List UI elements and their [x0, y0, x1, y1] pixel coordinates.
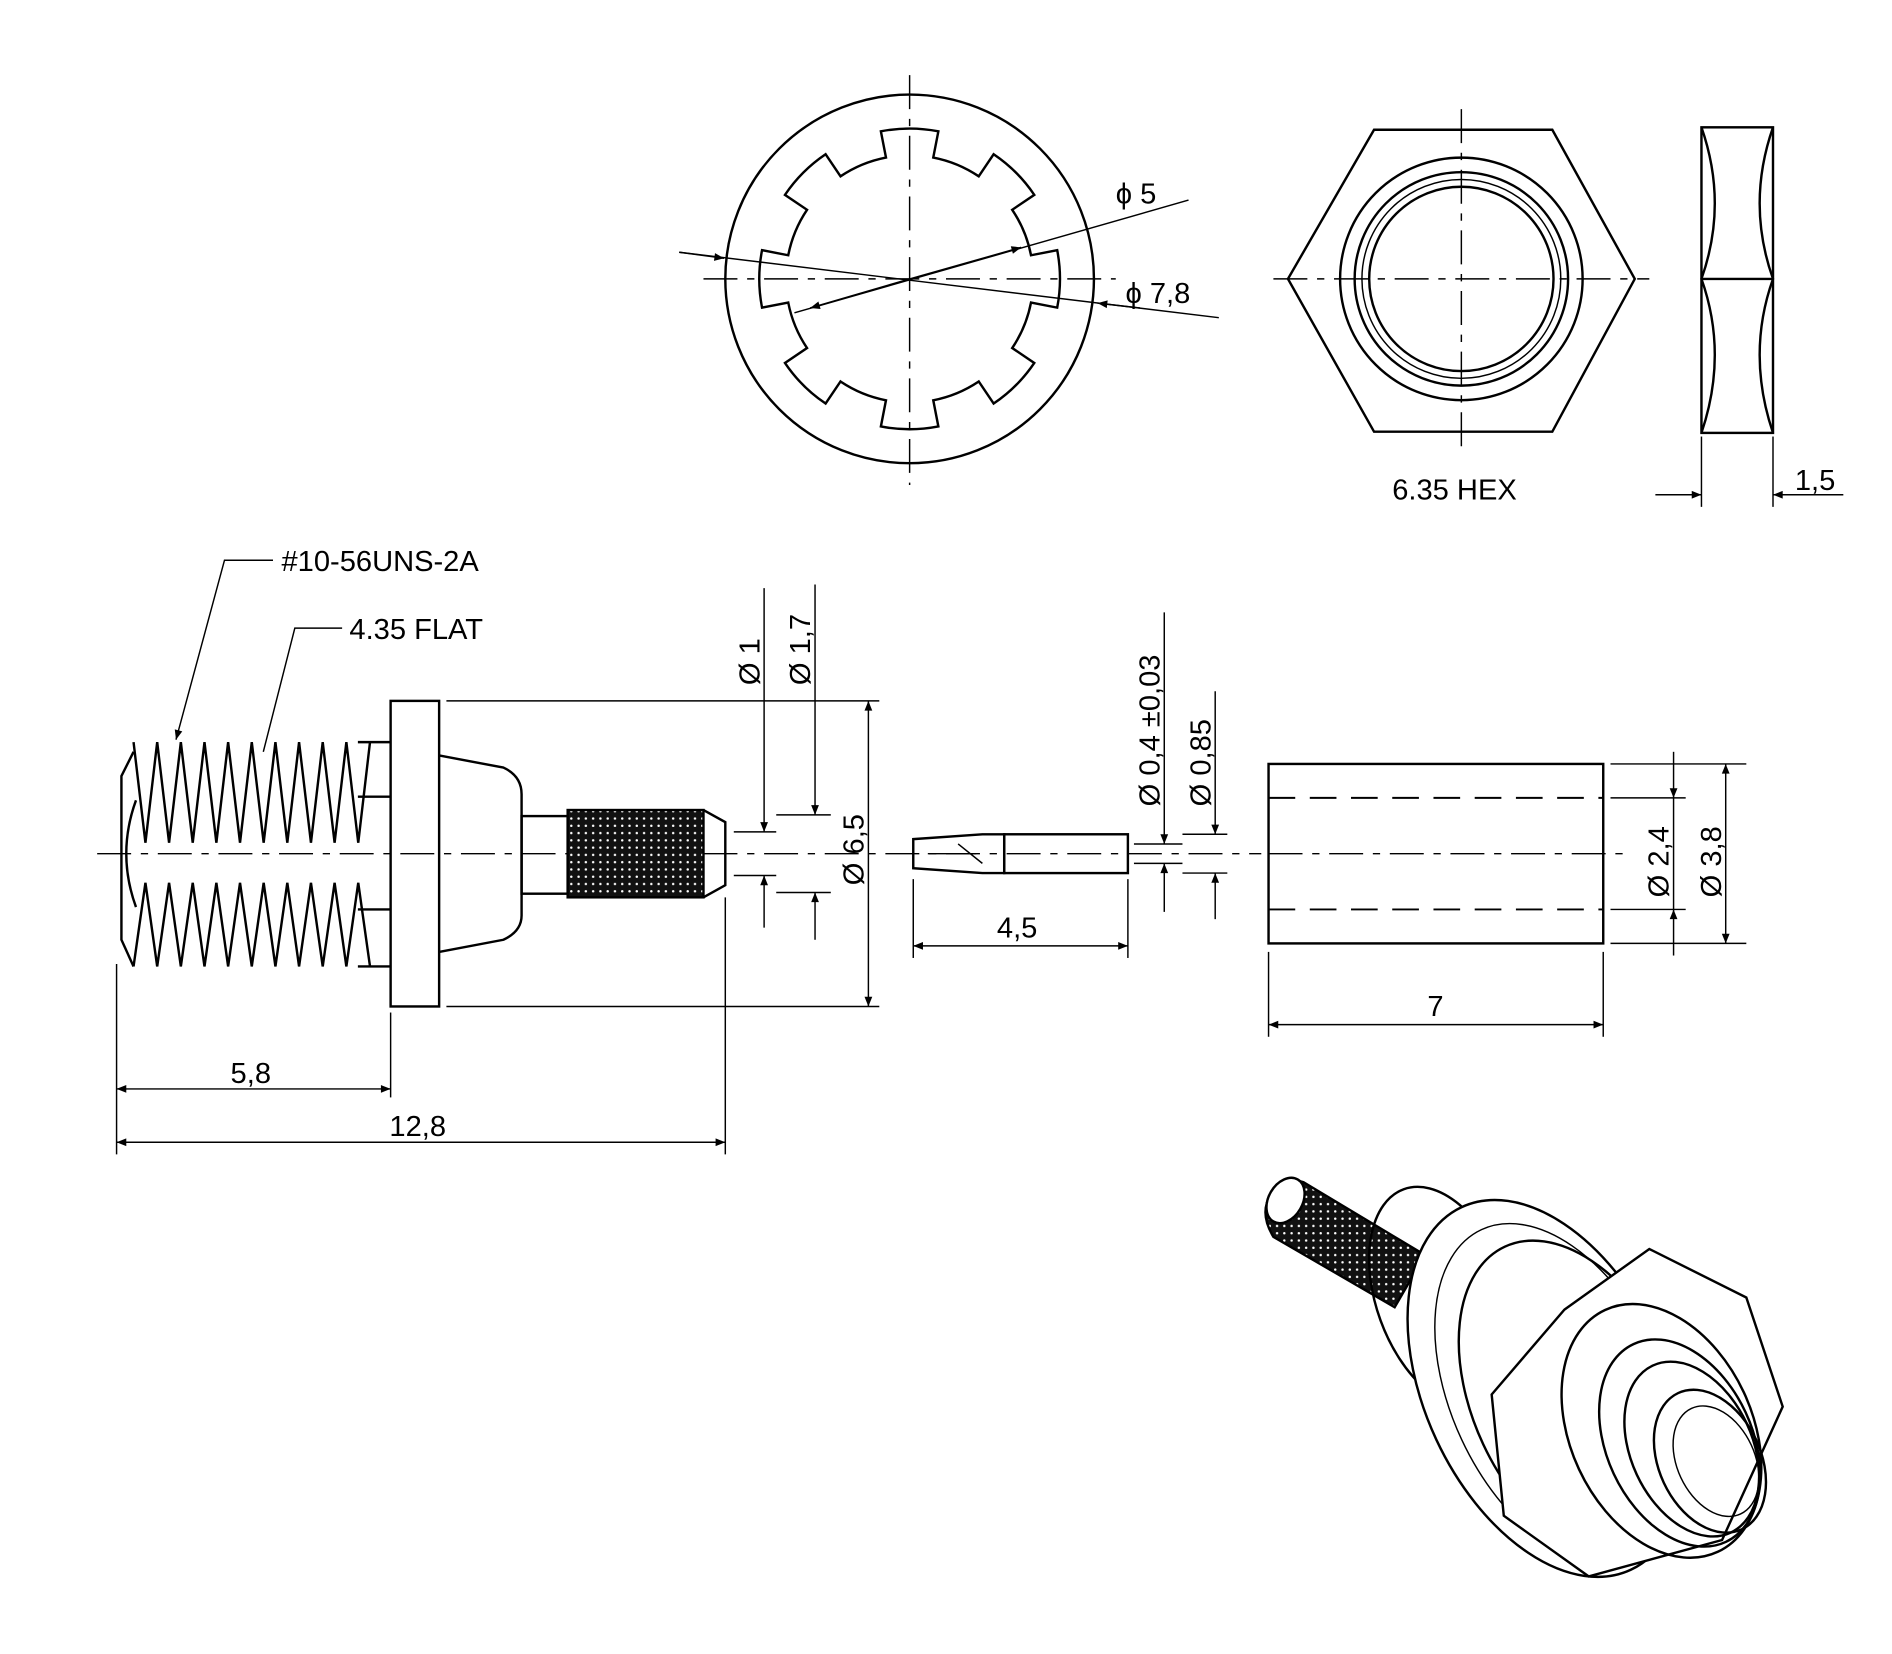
hex-label: 6.35 HEX [1392, 475, 1517, 507]
thread-label: #10-56UNS-2A [281, 546, 479, 578]
flat-label: 4.35 FLAT [349, 614, 483, 646]
lock-washer-view: ϕ 5 ϕ 7,8 [679, 75, 1219, 486]
thread-lower [132, 882, 372, 967]
connector-side-view: #10-56UNS-2A 4.35 FLAT Ø 6,5 Ø 1 Ø 1,7 5… [97, 546, 1262, 1155]
len-5-8-dim: 5,8 [231, 1058, 271, 1090]
len-12-8-dim: 12,8 [389, 1111, 446, 1143]
connector-isometric-view [1264, 1176, 1785, 1579]
nut-thickness-dim: 1,5 [1795, 465, 1835, 497]
sleeve-dia-3-8-dim: Ø 3,8 [1696, 826, 1728, 897]
hex-nut-side-view: 1,5 [1655, 126, 1844, 507]
pin-dia-0-85-dim: Ø 0,85 [1185, 719, 1217, 806]
dia-1-7-dim: Ø 1,7 [785, 614, 817, 685]
dia-6-5-dim: Ø 6,5 [839, 814, 871, 885]
washer-outer-dim: ϕ 7,8 [1125, 278, 1190, 310]
contact-pin-view: 4,5 Ø 0,4 ±0,03 Ø 0,85 [912, 612, 1228, 958]
pin-dia-0-4-dim: Ø 0,4 ±0,03 [1134, 655, 1166, 807]
washer-teeth [758, 127, 1062, 431]
pin-length-dim: 4,5 [997, 912, 1037, 944]
thread-upper [132, 741, 372, 843]
sleeve-view: Ø 2,4 Ø 3,8 7 [1267, 751, 1747, 1037]
knurled-section [566, 808, 705, 899]
washer-inner-dim: ϕ 5 [1116, 179, 1157, 211]
hex-nut-front-view: 6.35 HEX [1273, 109, 1650, 507]
sleeve-dia-2-4-dim: Ø 2,4 [1644, 826, 1676, 897]
dia-1-dim: Ø 1 [734, 638, 766, 685]
sleeve-length-dim: 7 [1427, 991, 1443, 1023]
